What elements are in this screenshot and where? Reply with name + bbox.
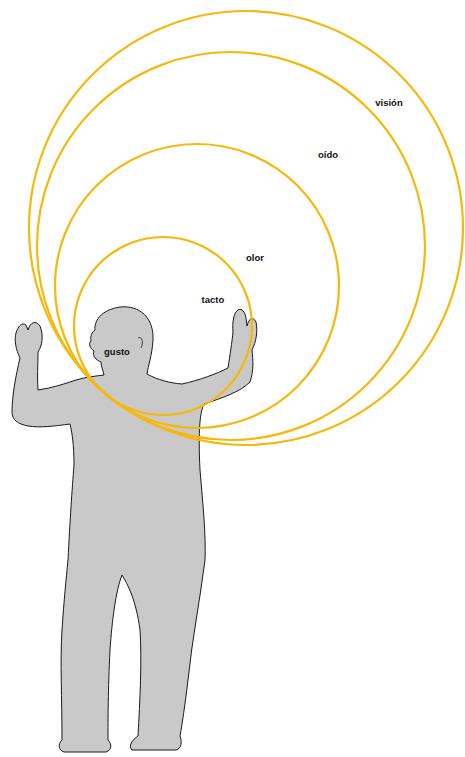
- sense-label: tacto: [202, 295, 225, 305]
- circle-outline: [55, 144, 339, 428]
- circle-outline: [37, 52, 425, 440]
- sense-label: gusto: [104, 347, 130, 357]
- sense-range-circle: visión oído olor tacto: [28, 10, 464, 446]
- ear-detail: [138, 338, 142, 348]
- person-silhouette: [12, 307, 257, 752]
- sense-label: oído: [318, 150, 338, 160]
- sense-range-circle: tacto: [73, 236, 253, 416]
- sense-label: olor: [246, 253, 264, 263]
- circle-outline: [54, 143, 340, 429]
- circle-outline: [74, 237, 252, 415]
- circle-outline: [29, 11, 463, 445]
- sense-range-circle: oído olor tacto: [36, 51, 426, 441]
- circle-outline: [28, 10, 464, 446]
- sense-range-circle: olor tacto: [54, 143, 340, 429]
- sense-label: visión: [375, 98, 402, 108]
- circle-outline: [36, 51, 426, 441]
- circle-outline: [73, 236, 253, 416]
